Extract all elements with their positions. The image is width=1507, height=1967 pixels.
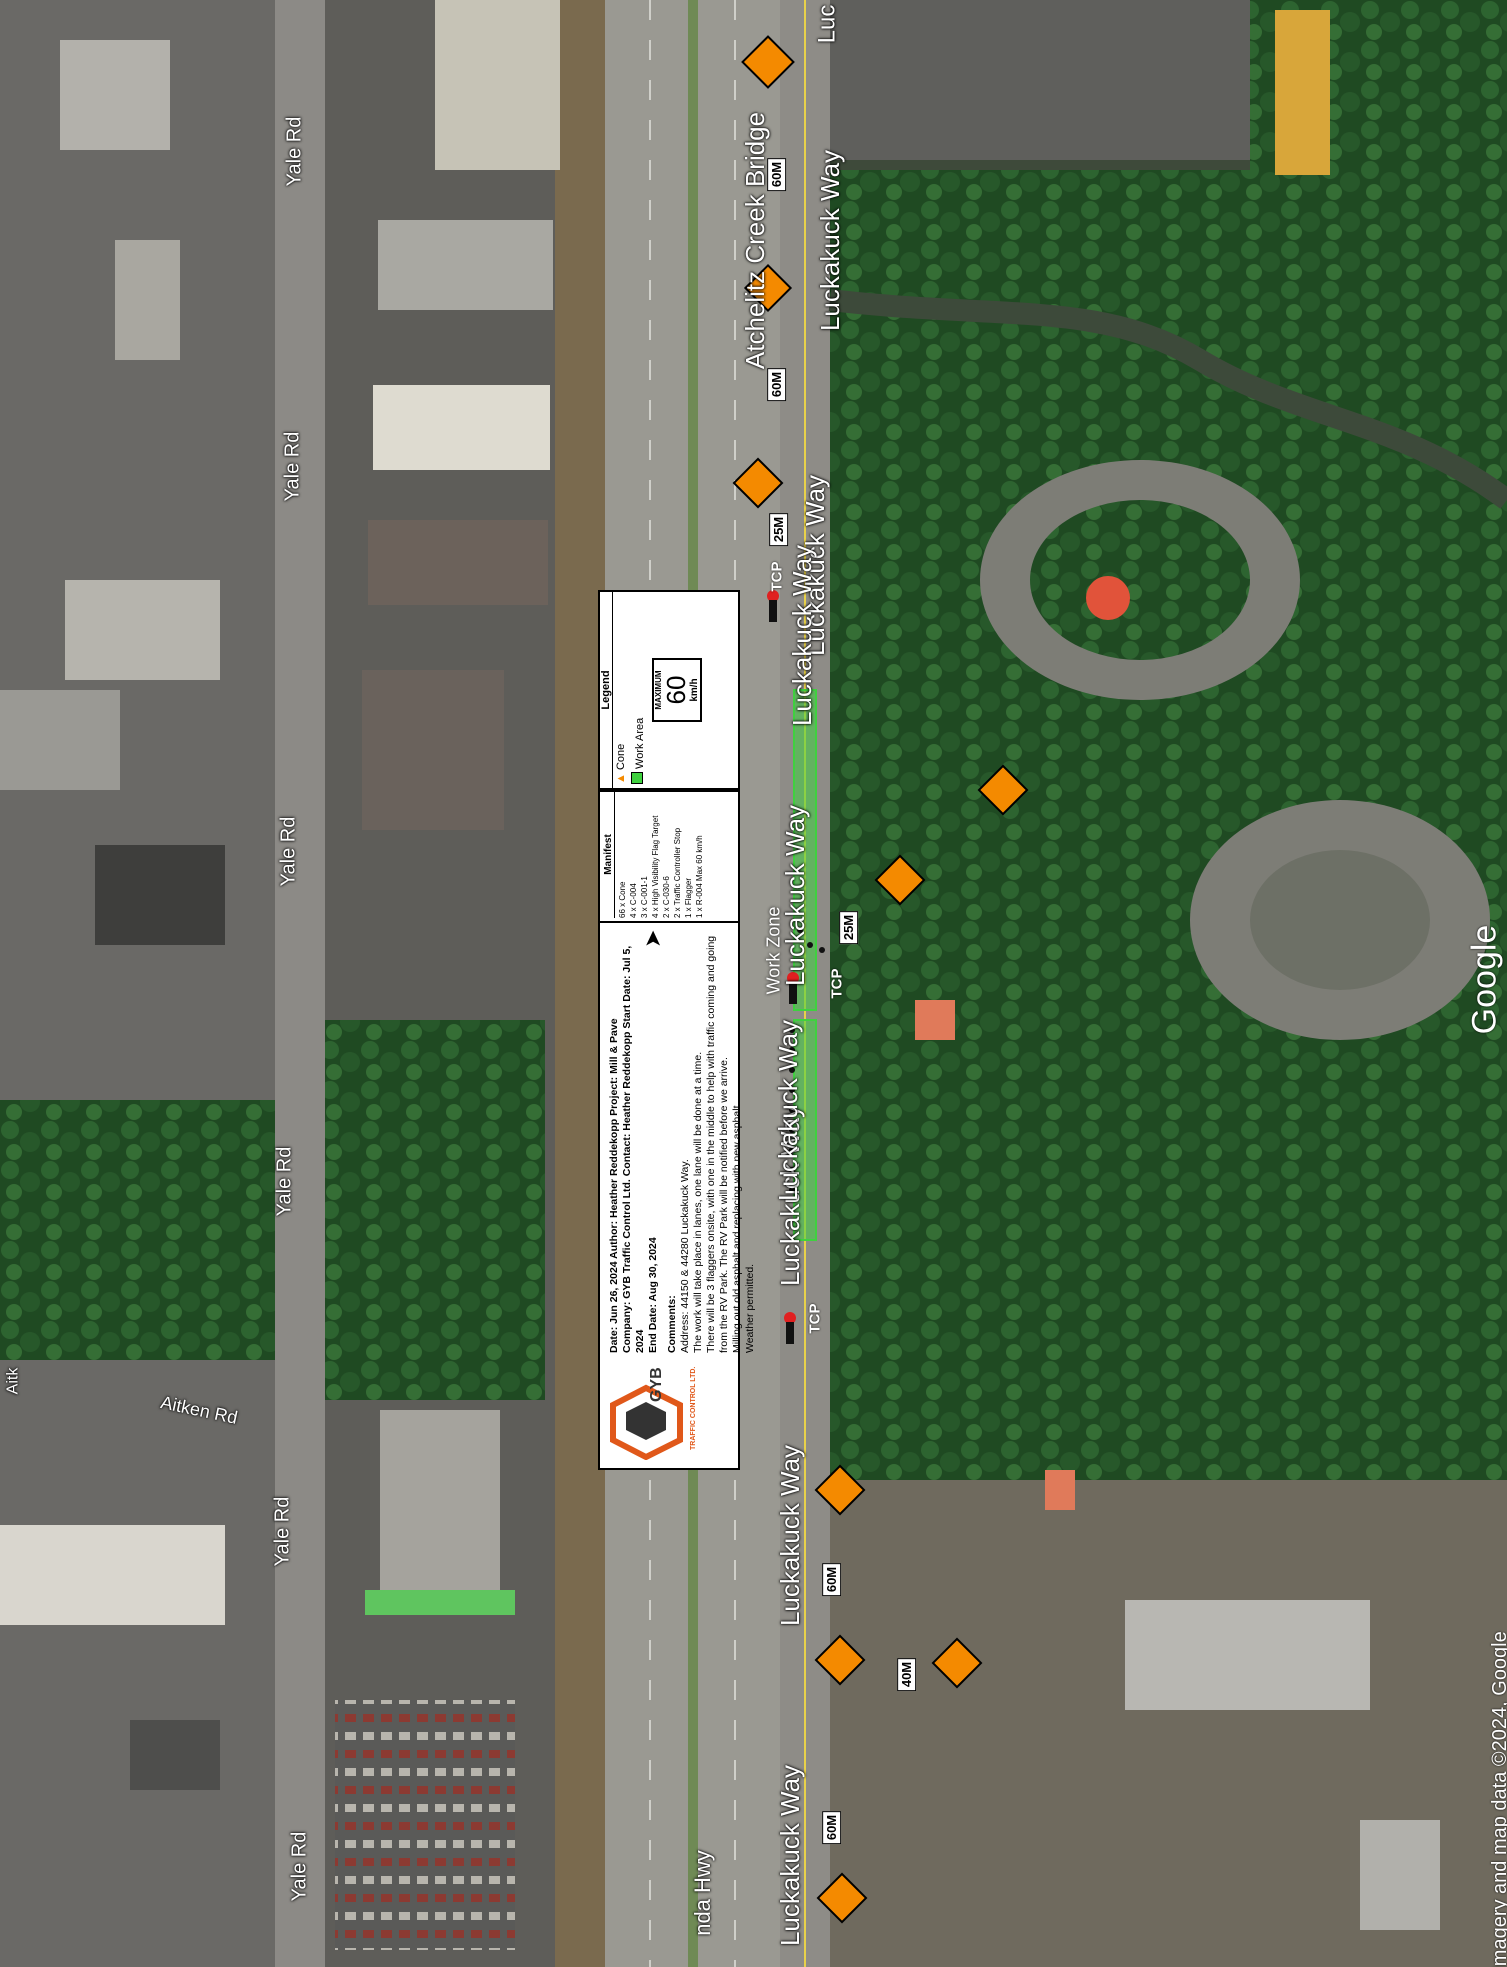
- legend-title: Legend: [600, 592, 613, 788]
- road-label-yale-5: Yale Rd: [271, 1496, 294, 1567]
- road-label-highway: nda Hwy: [689, 1850, 715, 1936]
- manifest-item-7: 1 x Flagger: [684, 877, 693, 918]
- road-label-yale-1: Yale Rd: [283, 116, 306, 187]
- sign-group: [732, 35, 1029, 1924]
- manifest-panel: Manifest 66 x Cone 4 x C-004 3 x C-001-1…: [600, 788, 738, 923]
- comment-line-2: The work will take place in lanes, one l…: [692, 1051, 704, 1353]
- manifest-item-4: 4 x High Visibility Flag Target: [651, 815, 660, 918]
- road-label-bridge: Atchelitz Creek Bridge: [740, 111, 771, 370]
- plan-details: Date: Jun 26, 2024 Author: Heather Redde…: [608, 933, 757, 1353]
- road-label-yale-2: Yale Rd: [281, 431, 304, 502]
- speed-sign-value: 60: [661, 675, 691, 705]
- road-label-yale-6: Yale Rd: [288, 1831, 311, 1902]
- tcp-marker-1: [784, 1312, 796, 1344]
- distance-label-2: 60M: [767, 367, 787, 402]
- manifest-item-8: 1 x R-004 Max 60 km/h: [695, 835, 704, 918]
- tcp-marker-2: [787, 972, 799, 1004]
- tcp-label-3: TCP: [768, 561, 786, 592]
- legend-work-area-label: Work Area: [634, 717, 646, 769]
- speed-sign-unit: km/h: [689, 678, 700, 702]
- speed-sign: MAXIMUM 60 km/h: [652, 658, 702, 722]
- comment-line-5: Milling out old asphalt and replacing wi…: [731, 1102, 743, 1353]
- road-label-luckakuck-partial: Luc: [813, 4, 841, 44]
- distance-label-4: 25M: [839, 910, 859, 945]
- road-label-luckakuck-8: Luckakuck Way: [775, 1764, 806, 1947]
- comment-line-1: Address: 44150 & 44280 Luckakuck Way.: [679, 1159, 691, 1353]
- comment-line-3: There will be 3 flaggers onsite, with on…: [705, 935, 717, 1353]
- manifest-title: Manifest: [603, 791, 615, 918]
- road-label-aitken-partial: Aitk: [4, 1367, 22, 1395]
- gyb-logo: GYB TRAFFIC CONTROL LTD.: [608, 1360, 698, 1461]
- plan-line-3: End Date: Aug 30, 2024: [647, 1237, 659, 1353]
- map-attribution: Imagery and map data ©2024, Google: [1488, 1631, 1507, 1967]
- hexagon-logo-icon: [610, 1384, 683, 1461]
- road-label-luckakuck-1: Luckakuck Way: [815, 149, 846, 332]
- distance-label-7: 60M: [822, 1810, 842, 1845]
- comments-title: Comments:: [666, 1295, 678, 1353]
- manifest-item-3: 3 x C-001-1: [640, 876, 649, 918]
- tcp-marker-3: [767, 590, 779, 622]
- work-area-swatch-icon: [631, 772, 643, 784]
- manifest-item-1: 66 x Cone: [618, 881, 627, 918]
- legend-box: Legend ▲ Cone Work Area MAXIMUM 60 km/h: [598, 590, 740, 790]
- manifest-item-2: 4 x C-004: [629, 883, 638, 918]
- work-zone-label: Work Zone: [763, 906, 784, 995]
- cone-line: [789, 927, 825, 1193]
- plan-info-box: GYB TRAFFIC CONTROL LTD. Date: Jun 26, 2…: [598, 788, 756, 1470]
- google-watermark: Google: [1465, 924, 1504, 1035]
- legend-cone-label: Cone: [615, 743, 627, 771]
- manifest-item-6: 2 x Traffic Controller Stop: [673, 827, 682, 918]
- legend-cone-row: ▲ Cone: [613, 592, 629, 788]
- plan-line-2: Company: GYB Traffic Control Ltd. Contac…: [621, 945, 646, 1353]
- tcp-label-1: TCP: [806, 1303, 824, 1334]
- legend-work-area-row: Work Area: [629, 592, 648, 788]
- road-label-luckakuck-4: Luckakuck Way: [780, 804, 811, 987]
- distance-label-6: 40M: [897, 1657, 917, 1692]
- distance-label-3: 25M: [769, 512, 789, 547]
- road-label-luckakuck-7: Luckakuck Way: [775, 1444, 806, 1627]
- plan-line-1: Date: Jun 26, 2024 Author: Heather Redde…: [608, 1018, 620, 1353]
- distance-label-5: 60M: [822, 1562, 842, 1597]
- logo-subtext: TRAFFIC CONTROL LTD.: [690, 1366, 697, 1450]
- cone-icon: ▲: [615, 773, 627, 784]
- manifest-item-5: 2 x C-030-6: [662, 876, 671, 918]
- road-label-luckakuck-6: Luckakuck Way: [773, 1019, 804, 1202]
- road-label-yale-4: Yale Rd: [273, 1146, 296, 1217]
- road-label-yale-3: Yale Rd: [277, 816, 300, 887]
- logo-text: GYB: [648, 1367, 665, 1402]
- road-label-luckakuck-3: Luckakuck Way: [787, 544, 818, 727]
- distance-label-1: 60M: [767, 157, 787, 192]
- tcp-label-2: TCP: [828, 968, 846, 999]
- north-arrow-icon: ➤: [640, 929, 665, 948]
- comment-line-6: Weather permitted.: [744, 1263, 756, 1353]
- comment-line-4: from the RV Park. The RV Park will be no…: [718, 1057, 730, 1353]
